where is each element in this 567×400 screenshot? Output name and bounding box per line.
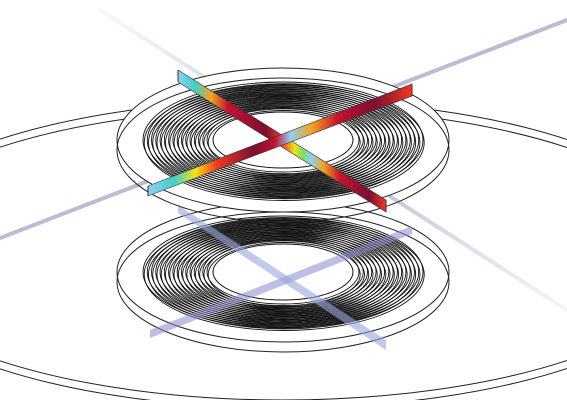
lowerCoil-winding [146, 217, 420, 327]
upperCoil-winding [194, 104, 374, 181]
upperCoil-winding [198, 104, 368, 176]
lowerCoil-winding [173, 229, 395, 320]
upperCoil-winding [142, 81, 424, 199]
lowerCoil-winding [169, 227, 400, 322]
lowerCoil-winding [186, 234, 382, 315]
upperCoil-winding [185, 98, 381, 182]
lowerCoil-winding [203, 240, 365, 309]
lowerCoil-winding [206, 239, 360, 305]
upperCoil-winding [193, 102, 373, 178]
lowerCoil-winding [148, 219, 421, 330]
lowerCoil-winding [172, 226, 394, 318]
upperCoil-winding [160, 90, 408, 195]
upperCoil-winding [169, 94, 400, 191]
lowerCoil-winding [185, 231, 381, 313]
lowerCoil-winding [194, 237, 374, 312]
lowerCoil-winding [198, 236, 368, 308]
upperCoil-winding [168, 91, 398, 189]
lower-cut-plane-a [150, 226, 412, 338]
lowerCoil-winding [182, 232, 387, 317]
upperCoil-winding [206, 107, 360, 173]
upperCoil-winding [155, 86, 411, 194]
lowerCoil-winding [180, 229, 386, 315]
upperCoil-winding [180, 97, 386, 183]
lowerCoil-winding [156, 222, 412, 327]
lowerCoil-winding [160, 224, 408, 325]
upperCoil-winding [202, 105, 364, 175]
lowerCoil-winding [207, 242, 361, 307]
upperCoil-housing-bottom [116, 77, 450, 223]
upperCoil-winding [148, 85, 421, 200]
upperCoil-winding [190, 103, 378, 182]
upperCoil-winding [165, 92, 404, 193]
upperCoil-winding [156, 89, 412, 196]
lowerCoil-winding [199, 238, 370, 311]
upperCoil-winding [189, 100, 377, 180]
lowerCoil-winding [190, 235, 378, 314]
lowerCoil-winding [165, 226, 404, 323]
upper-field-plane-b [147, 83, 413, 197]
upperCoil-winding [199, 106, 370, 179]
upperCoil-winding [152, 87, 417, 198]
lowerCoil-winding [143, 218, 425, 331]
lowerCoil-winding [176, 228, 390, 316]
lowerCoil-winding [168, 225, 398, 319]
upperCoil-winding [203, 108, 365, 177]
lowerCoil-winding [177, 230, 391, 319]
upperCoil-winding [173, 96, 395, 189]
upperCoil-winding [176, 95, 390, 185]
upperCoil-winding [207, 110, 361, 175]
lowerCoil-winding [163, 223, 403, 321]
lowerCoil-center-hole [212, 243, 354, 301]
upperCoil-winding [143, 84, 425, 201]
upperCoil-winding [163, 90, 403, 190]
lower-cut-plane-b [178, 205, 386, 350]
lowerCoil-winding [189, 233, 377, 311]
upperCoil-winding [159, 88, 407, 192]
upperCoil-winding [151, 85, 415, 195]
lowerCoil-winding [142, 215, 424, 329]
upperCoil-winding [186, 101, 382, 184]
upperCoil-winding [177, 97, 391, 188]
upperCoil-winding [172, 93, 394, 187]
upperCoil-winding [146, 83, 420, 197]
lowerCoil-winding [193, 234, 373, 310]
lowerCoil-winding [202, 237, 364, 307]
upperCoil-winding [182, 99, 387, 186]
lowerCoil-winding [151, 218, 415, 326]
lowerCoil-winding [155, 220, 411, 324]
